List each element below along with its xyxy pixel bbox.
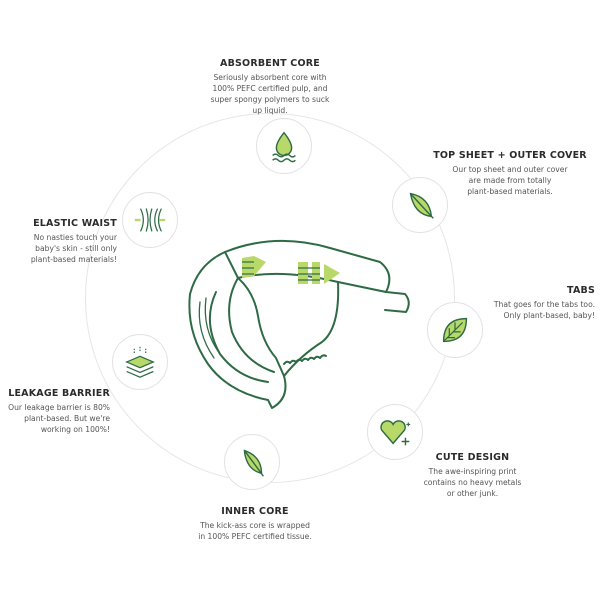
feature-leakage-barrier: LEAKAGE BARRIER Our leakage barrier is 8… (5, 388, 110, 435)
feature-desc: Seriously absorbent core with 100% PEFC … (210, 73, 330, 115)
water-drop-icon (256, 118, 312, 174)
layers-icon (112, 334, 168, 390)
feature-desc: Our top sheet and outer cover are made f… (452, 165, 568, 196)
feature-tabs: TABS That goes for the tabs too. Only pl… (440, 285, 595, 321)
feature-desc: The kick-ass core is wrapped in 100% PEF… (198, 521, 312, 541)
feature-inner-core: INNER CORE The kick-ass core is wrapped … (175, 506, 335, 542)
feature-desc: Our leakage barrier is 80% plant-based. … (8, 403, 110, 434)
feature-title: INNER CORE (221, 506, 289, 517)
feature-title: TABS (567, 285, 595, 296)
feature-title: ABSORBENT CORE (220, 58, 320, 69)
feature-desc: The awe-inspiring print contains no heav… (423, 467, 522, 498)
feather-icon (224, 434, 280, 490)
feature-title: LEAKAGE BARRIER (8, 388, 110, 399)
leaf-icon (427, 302, 483, 358)
feature-desc: That goes for the tabs too. Only plant-b… (493, 300, 595, 320)
feature-title: ELASTIC WAIST (33, 218, 117, 229)
elastic-icon (122, 192, 178, 248)
feature-cute-design: CUTE DESIGN The awe-inspiring print cont… (400, 452, 545, 499)
feature-desc: No nasties touch your baby's skin - stil… (30, 233, 117, 264)
feather-icon (392, 177, 448, 233)
feature-title: CUTE DESIGN (435, 452, 510, 463)
feature-elastic-waist: ELASTIC WAIST No nasties touch your baby… (5, 218, 117, 265)
feature-absorbent-core: ABSORBENT CORE Seriously absorbent core … (170, 58, 370, 116)
feature-title: TOP SHEET + OUTER COVER (433, 150, 587, 161)
diaper-illustration (188, 239, 410, 409)
feature-top-sheet: TOP SHEET + OUTER COVER Our top sheet an… (430, 150, 590, 197)
heart-sparkle-icon (367, 404, 423, 460)
